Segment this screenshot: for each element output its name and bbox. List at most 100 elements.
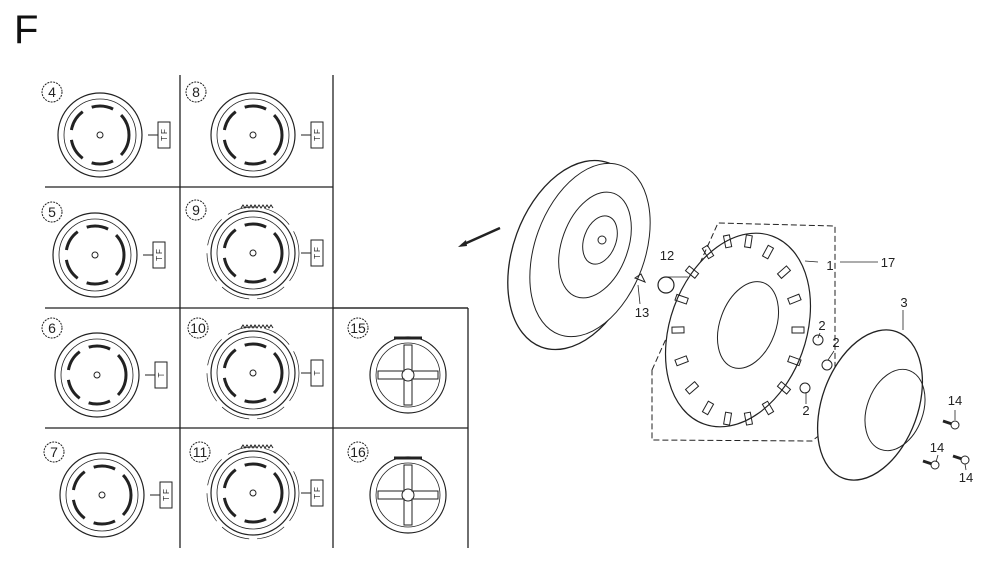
- magnet-segments: [222, 104, 284, 166]
- magnet-segments: [66, 344, 128, 406]
- weight: [799, 382, 811, 394]
- bolt-head: [930, 460, 940, 470]
- ring-inner: [216, 216, 290, 290]
- flywheel-face: [529, 162, 651, 338]
- leader-line: [804, 260, 819, 263]
- variant-cell-15: 15: [347, 317, 447, 414]
- ring-outer: [210, 92, 296, 178]
- tag-label: T F: [313, 487, 322, 499]
- callout-circle: [347, 441, 369, 463]
- gear-teeth: [240, 324, 274, 329]
- flywheel-inner: [558, 191, 632, 299]
- callout-17: 17: [881, 255, 895, 270]
- fan-blade: [761, 400, 775, 416]
- weight: [821, 359, 833, 371]
- tag-box: [159, 481, 173, 509]
- callout-label: 9: [192, 202, 200, 218]
- callout-2: 2: [832, 335, 839, 350]
- magnet-segments: [69, 104, 131, 166]
- callout-circle: [41, 317, 63, 339]
- ring-inner: [58, 218, 132, 292]
- cross-hub: [377, 464, 439, 526]
- gear-ring: [206, 206, 300, 300]
- callout-label: 11: [193, 444, 208, 460]
- tag-label: T: [157, 372, 166, 377]
- variant-cell-16: 16: [347, 441, 447, 534]
- leader-line: [637, 284, 641, 305]
- bolt-head: [960, 455, 970, 465]
- ring-outer: [57, 92, 143, 178]
- callout-circle: [41, 81, 63, 103]
- ring-inner: [65, 458, 139, 532]
- hub-hole: [401, 368, 415, 382]
- variant-cell-5: 5T F: [41, 201, 166, 298]
- direction-arrow: [461, 226, 501, 247]
- callout-label: 15: [350, 320, 366, 336]
- callout-circle: [41, 201, 63, 223]
- callout-14: 14: [948, 393, 962, 408]
- callout-12: 12: [660, 248, 674, 263]
- fan-blade: [674, 355, 689, 367]
- tag-label: T F: [155, 249, 164, 261]
- variant-cell-7: 7T F: [43, 441, 173, 538]
- fan-blade: [743, 234, 753, 249]
- callout-3: 3: [900, 295, 907, 310]
- callout-1: 1: [826, 258, 833, 273]
- callout-circle: [185, 81, 207, 103]
- callout-label: 4: [48, 84, 56, 100]
- leader-line: [827, 350, 835, 361]
- ring-inner: [60, 338, 134, 412]
- center-hole: [249, 489, 257, 497]
- tag-box: [310, 359, 324, 387]
- ring-inner: [63, 98, 137, 172]
- hub-hole: [401, 488, 415, 502]
- starter-cup: [816, 329, 924, 481]
- fan-blade: [722, 234, 733, 249]
- starter-pulley: [864, 368, 926, 452]
- center-hole: [91, 251, 99, 259]
- callout-circle: [347, 317, 369, 339]
- variant-cell-8: 8T F: [185, 81, 324, 178]
- fan-blade: [671, 326, 685, 334]
- ring-outer: [52, 212, 138, 298]
- center-hole: [98, 491, 106, 499]
- gear-teeth: [240, 444, 274, 449]
- variant-cell-4: 4T F: [41, 81, 171, 178]
- weight: [812, 334, 824, 346]
- flywheel-bore: [597, 235, 607, 245]
- callout-14: 14: [930, 440, 944, 455]
- callout-label: 16: [350, 444, 366, 460]
- tag-box: [154, 361, 168, 389]
- fan-blade: [684, 380, 700, 395]
- tag-box: [152, 241, 166, 269]
- callout-2: 2: [818, 318, 825, 333]
- gear-ring: [206, 326, 300, 420]
- tag-label: T F: [313, 129, 322, 141]
- ring-outer: [59, 452, 145, 538]
- variant-cell-6: 6T: [41, 317, 168, 418]
- ring-inner: [375, 342, 441, 408]
- fan-blade: [674, 293, 689, 305]
- leader-line: [964, 463, 967, 471]
- callout-circle: [185, 199, 207, 221]
- leader-line: [817, 332, 821, 339]
- center-hole: [93, 371, 101, 379]
- fan-blade: [787, 293, 802, 305]
- bolt-head: [950, 420, 960, 430]
- center-hole: [249, 249, 257, 257]
- fan-hub: [717, 281, 779, 369]
- center-hole: [96, 131, 104, 139]
- ring-outer: [210, 330, 296, 416]
- ring-inner: [216, 456, 290, 530]
- center-hole: [249, 369, 257, 377]
- center-hole: [249, 131, 257, 139]
- callout-label: 7: [50, 444, 58, 460]
- fan-blade: [701, 400, 715, 416]
- section-letter: F: [14, 8, 39, 52]
- magnet-segments: [64, 224, 126, 286]
- fan-blade: [776, 381, 792, 395]
- gear-ring: [206, 446, 300, 540]
- fan-blade: [684, 265, 700, 279]
- variant-cell-11: 11 T F: [189, 441, 324, 540]
